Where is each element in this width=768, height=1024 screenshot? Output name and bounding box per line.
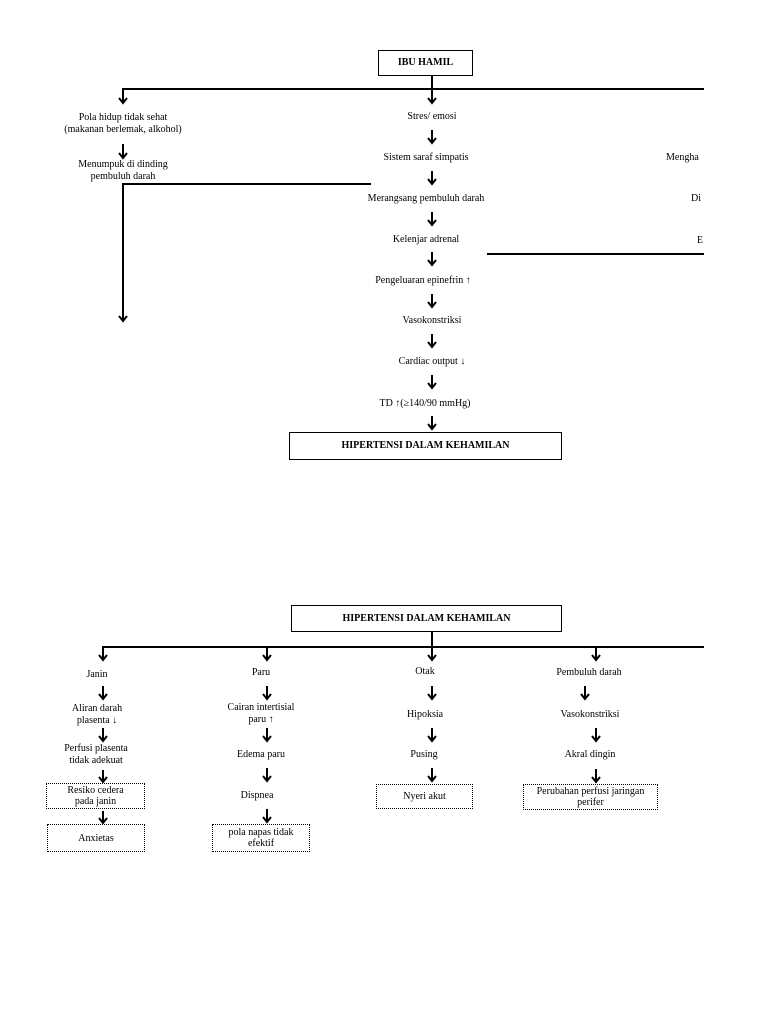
diagnosis-box-perubahan-perfusi: Perubahan perfusi jaringan perifer bbox=[523, 784, 658, 810]
chain-node-adrenal: Kelenjar adrenal bbox=[392, 234, 460, 245]
left-cause-line-2: (makanan berlemak, alkohol) bbox=[64, 124, 182, 135]
arrow-head-icon bbox=[591, 654, 601, 662]
arrow-head-icon bbox=[427, 382, 437, 390]
arrow-head-icon bbox=[262, 654, 272, 662]
perfusi-line-2: perifer bbox=[577, 797, 604, 808]
chain-node-vasokonstriksi: Vasokonstriksi bbox=[402, 315, 462, 326]
resiko-line-2: pada janin bbox=[74, 796, 117, 807]
arrow-head-icon bbox=[427, 693, 437, 701]
paru-step-cairan: Cairan intertisial paru ↑ bbox=[228, 702, 295, 726]
left-effect-line-1: Menumpuk di dinding bbox=[78, 159, 168, 170]
paru-step-cairan-line-2: paru ↑ bbox=[248, 714, 274, 725]
janin-step-perfusi-line-2: tidak adekuat bbox=[69, 755, 123, 766]
diagnosis-box-nyeri-akut: Nyeri akut bbox=[376, 784, 473, 809]
janin-step-perfusi: Perfusi plasenta tidak adekuat bbox=[64, 743, 128, 767]
branch-title-janin: Janin bbox=[86, 669, 108, 680]
pola-napas-line-2: efektif bbox=[247, 838, 275, 849]
arrow-head-icon bbox=[591, 776, 601, 784]
result-box-hipertensi: HIPERTENSI DALAM KEHAMILAN bbox=[289, 432, 562, 460]
perfusi-line-1: Perubahan perfusi jaringan bbox=[536, 786, 645, 797]
arrow-head-icon bbox=[427, 97, 437, 105]
arrow-head-icon bbox=[118, 97, 128, 105]
chain-node-tekanan-darah: TD ↑(≥140/90 mmHg) bbox=[379, 398, 471, 409]
pembuluh-step-vasokonstriksi: Vasokonstriksi bbox=[560, 709, 620, 720]
resiko-line-1: Resiko cedera bbox=[67, 785, 124, 796]
arrow-head-icon bbox=[427, 654, 437, 662]
nyeri-akut-label: Nyeri akut bbox=[403, 791, 446, 802]
arrow-head-icon bbox=[262, 735, 272, 743]
arrow-head-icon bbox=[98, 735, 108, 743]
arrow-head-icon bbox=[427, 775, 437, 783]
right-clipped-node-1: Mengha bbox=[666, 152, 699, 163]
arrow-head-icon bbox=[427, 178, 437, 186]
arrow-head-icon bbox=[262, 816, 272, 824]
paru-step-dispnea: Dispnea bbox=[240, 790, 274, 801]
arrow-head-icon bbox=[98, 776, 108, 784]
right-clipped-node-3: E bbox=[697, 235, 704, 246]
left-cause-node: Pola hidup tidak sehat (makanan berlemak… bbox=[64, 112, 181, 136]
branch-title-otak: Otak bbox=[415, 666, 435, 677]
arrow-head-icon bbox=[427, 735, 437, 743]
paru-step-edema: Edema paru bbox=[236, 749, 286, 760]
branch-title-paru: Paru bbox=[251, 667, 271, 678]
result-label: HIPERTENSI DALAM KEHAMILAN bbox=[341, 440, 510, 451]
arrow-head-icon bbox=[98, 693, 108, 701]
arrow-head-icon bbox=[580, 693, 590, 701]
arrow-head-icon bbox=[427, 301, 437, 309]
chain-node-saraf: Sistem saraf simpatis bbox=[383, 152, 469, 163]
arrow-head-icon bbox=[118, 152, 128, 160]
otak-step-pusing: Pusing bbox=[410, 749, 438, 760]
janin-step-aliran: Aliran darah plasenta ↓ bbox=[72, 703, 122, 727]
arrow-head-icon bbox=[98, 817, 108, 825]
arrow-head-icon bbox=[118, 315, 128, 323]
pola-napas-line-1: pola napas tidak bbox=[228, 827, 294, 838]
janin-step-perfusi-line-1: Perfusi plasenta bbox=[64, 743, 128, 754]
chain-node-cardiac-output: Cardiac output ↓ bbox=[398, 356, 466, 367]
chain-node-merangsang: Merangsang pembuluh darah bbox=[367, 193, 485, 204]
left-cause-line-1: Pola hidup tidak sehat bbox=[78, 112, 168, 123]
arrow-head-icon bbox=[262, 775, 272, 783]
diagnosis-box-pola-napas: pola napas tidak efektif bbox=[212, 824, 310, 852]
root-box-ibu-hamil: IBU HAMIL bbox=[378, 50, 473, 76]
arrow-head-icon bbox=[427, 423, 437, 431]
arrow-head-icon bbox=[427, 259, 437, 267]
branch-title-pembuluh-darah: Pembuluh darah bbox=[556, 667, 622, 678]
left-effect-node: Menumpuk di dinding pembuluh darah bbox=[78, 159, 167, 183]
chain-node-epinefrin: Pengeluaran epinefrin ↑ bbox=[375, 275, 471, 286]
janin-step-aliran-line-2: plasenta ↓ bbox=[76, 715, 118, 726]
arrow-head-icon bbox=[427, 219, 437, 227]
diagnosis-box-resiko-cedera: Resiko cedera pada janin bbox=[46, 783, 145, 809]
arrow-head-icon bbox=[98, 654, 108, 662]
pembuluh-step-akral-dingin: Akral dingin bbox=[564, 749, 616, 760]
anxietas-label: Anxietas bbox=[78, 832, 114, 844]
arrow-head-icon bbox=[427, 137, 437, 145]
left-effect-line-2: pembuluh darah bbox=[90, 171, 156, 182]
arrow-head-icon bbox=[591, 735, 601, 743]
janin-step-aliran-line-1: Aliran darah bbox=[71, 703, 123, 714]
otak-step-hipoksia: Hipoksia bbox=[406, 709, 444, 720]
diagnosis-box-anxietas: Anxietas bbox=[47, 824, 145, 852]
bottom-root-label: HIPERTENSI DALAM KEHAMILAN bbox=[342, 612, 511, 624]
root-box-hipertensi: HIPERTENSI DALAM KEHAMILAN bbox=[291, 605, 562, 632]
paru-step-cairan-line-1: Cairan intertisial bbox=[227, 702, 295, 713]
root-label: IBU HAMIL bbox=[397, 57, 454, 68]
arrow-head-icon bbox=[427, 341, 437, 349]
right-clipped-node-2: Di bbox=[691, 193, 701, 204]
arrow-head-icon bbox=[262, 693, 272, 701]
chain-node-stres: Stres/ emosi bbox=[407, 111, 457, 122]
